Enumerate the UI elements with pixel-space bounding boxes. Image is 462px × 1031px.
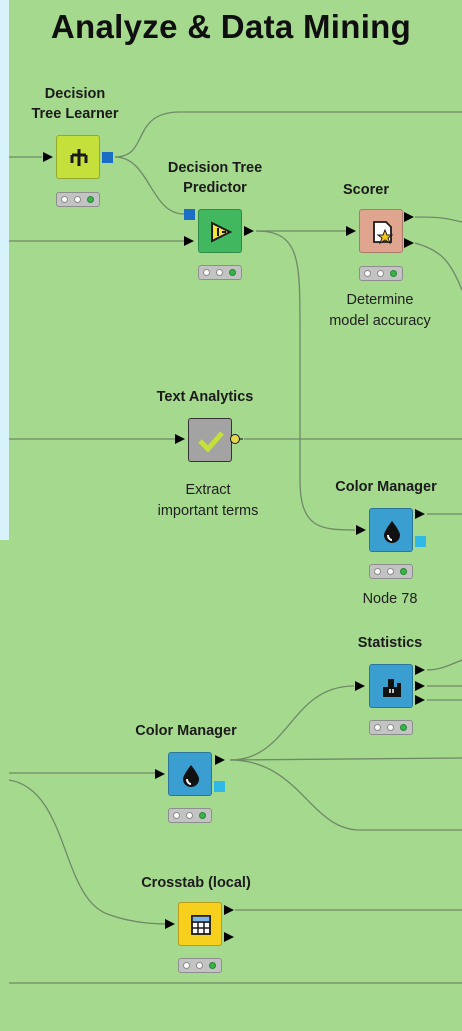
- connection-input-to-crosstab: [8, 779, 168, 925]
- model-output-port[interactable]: [102, 152, 113, 163]
- node-annotation: Extract important terms: [157, 482, 259, 519]
- status-traffic-light: [369, 564, 413, 579]
- node-annotation: Determine model accuracy: [329, 292, 431, 329]
- node-body[interactable]: [369, 508, 413, 552]
- status-traffic-light: [168, 808, 212, 823]
- node-body[interactable]: [359, 209, 403, 253]
- node-label: Crosstab (local): [141, 875, 251, 891]
- input-port-arrow[interactable]: [345, 225, 357, 237]
- input-port-arrow[interactable]: [154, 768, 166, 780]
- output-port-arrow[interactable]: [414, 508, 426, 520]
- node-label: Color Manager: [135, 723, 237, 739]
- node-annotation: Node 78: [362, 591, 418, 607]
- node-label: Decision Tree Learner: [31, 86, 119, 122]
- output-port-arrow[interactable]: [243, 225, 255, 237]
- node-body[interactable]: [369, 664, 413, 708]
- node-label: Statistics: [357, 635, 423, 651]
- node-body[interactable]: [198, 209, 242, 253]
- input-port-arrow[interactable]: [183, 235, 195, 247]
- output-port-arrow-1[interactable]: [223, 904, 235, 916]
- node-body[interactable]: [56, 135, 100, 179]
- status-traffic-light: [369, 720, 413, 735]
- model-input-port[interactable]: [184, 209, 195, 220]
- connection-learner-to-predictor: [114, 156, 185, 215]
- node-body[interactable]: [188, 418, 232, 462]
- node-label: Color Manager: [335, 479, 437, 495]
- color-model-output-port[interactable]: [415, 536, 426, 547]
- output-port-arrow-1[interactable]: [403, 211, 415, 223]
- input-port-arrow[interactable]: [42, 151, 54, 163]
- color-model-output-port[interactable]: [214, 781, 225, 792]
- table-grid-icon: [191, 915, 211, 935]
- output-port-arrow-2[interactable]: [403, 237, 415, 249]
- status-traffic-light: [198, 265, 242, 280]
- node-body[interactable]: [178, 902, 222, 946]
- connection-scorer-out-1: [414, 216, 462, 223]
- connection-color-manager-2-out-1: [229, 757, 462, 761]
- output-port-arrow-1[interactable]: [414, 664, 426, 676]
- color-drop-icon: [183, 765, 199, 787]
- page-title: Analyze & Data Mining: [50, 8, 412, 45]
- workflow-background-lower: [0, 540, 9, 1031]
- check-icon: [198, 431, 224, 453]
- connection-predictor-to-color-manager: [255, 230, 356, 531]
- color-drop-icon: [384, 521, 400, 543]
- output-port-circle[interactable]: [230, 433, 244, 445]
- status-traffic-light: [178, 958, 222, 973]
- predictor-icon: [211, 221, 233, 243]
- scorer-icon: [373, 221, 394, 245]
- connection-scorer-out-2: [414, 242, 462, 291]
- connection-color-manager-2-out-2: [229, 759, 462, 831]
- connection-statistics-out-1: [426, 659, 462, 671]
- input-port-arrow[interactable]: [355, 524, 367, 536]
- status-traffic-light: [359, 266, 403, 281]
- decision-tree-icon: [70, 149, 88, 166]
- node-label: Text Analytics: [156, 389, 254, 405]
- node-body[interactable]: [168, 752, 212, 796]
- connection-learner-model-out: [114, 111, 462, 158]
- connection-color-manager-2-to-statistics: [229, 685, 355, 761]
- input-port-arrow[interactable]: [164, 918, 176, 930]
- node-label: Decision Tree Predictor: [167, 160, 263, 196]
- output-port-arrow[interactable]: [214, 754, 226, 766]
- input-port-arrow[interactable]: [174, 433, 186, 445]
- input-port-arrow[interactable]: [354, 680, 366, 692]
- output-port-arrow-2[interactable]: [414, 680, 426, 692]
- output-port-arrow-2[interactable]: [223, 931, 235, 943]
- output-port-arrow-3[interactable]: [414, 694, 426, 706]
- status-traffic-light: [56, 192, 100, 207]
- node-label: Scorer: [343, 182, 389, 198]
- statistics-icon: [383, 679, 401, 697]
